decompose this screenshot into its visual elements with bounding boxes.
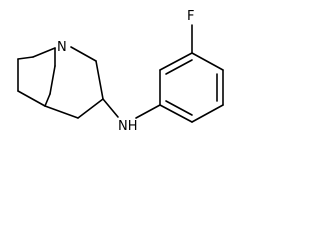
bond-nh-aryl — [135, 104, 161, 119]
double-bond-ar2-ar3 — [165, 59, 193, 75]
amine-nitrogen-label: NH — [118, 119, 138, 134]
bond-c6-cbridge — [44, 93, 51, 107]
fluorophenyl-ring — [159, 24, 224, 123]
amine-linkage — [102, 98, 161, 119]
bond-c5-c6 — [49, 65, 56, 95]
fluorine-label: F — [187, 9, 194, 24]
double-bond-ar6-ar1 — [165, 100, 193, 116]
bond-ar6-ar1 — [159, 104, 193, 123]
bond-c2-c3 — [17, 56, 34, 60]
bond-c4-cbridge — [17, 90, 46, 107]
bond-ar2-ar3 — [159, 52, 193, 71]
bond-c8-ch — [77, 98, 104, 119]
structure-canvas: N NH F — [0, 0, 236, 147]
bond-n1-c2 — [32, 47, 56, 58]
bond-ar3-ar4 — [191, 52, 224, 71]
bond-ar5-ar6 — [191, 104, 224, 123]
bond-c8-nh — [102, 98, 119, 118]
chemical-structure: N NH F — [17, 9, 224, 134]
bond-c7-c8 — [95, 60, 104, 100]
quinuclidine-cage — [17, 46, 104, 119]
ring-nitrogen-label: N — [57, 40, 67, 55]
bond-cbridge-ch — [44, 105, 79, 119]
bond-n1-c7 — [70, 46, 97, 62]
